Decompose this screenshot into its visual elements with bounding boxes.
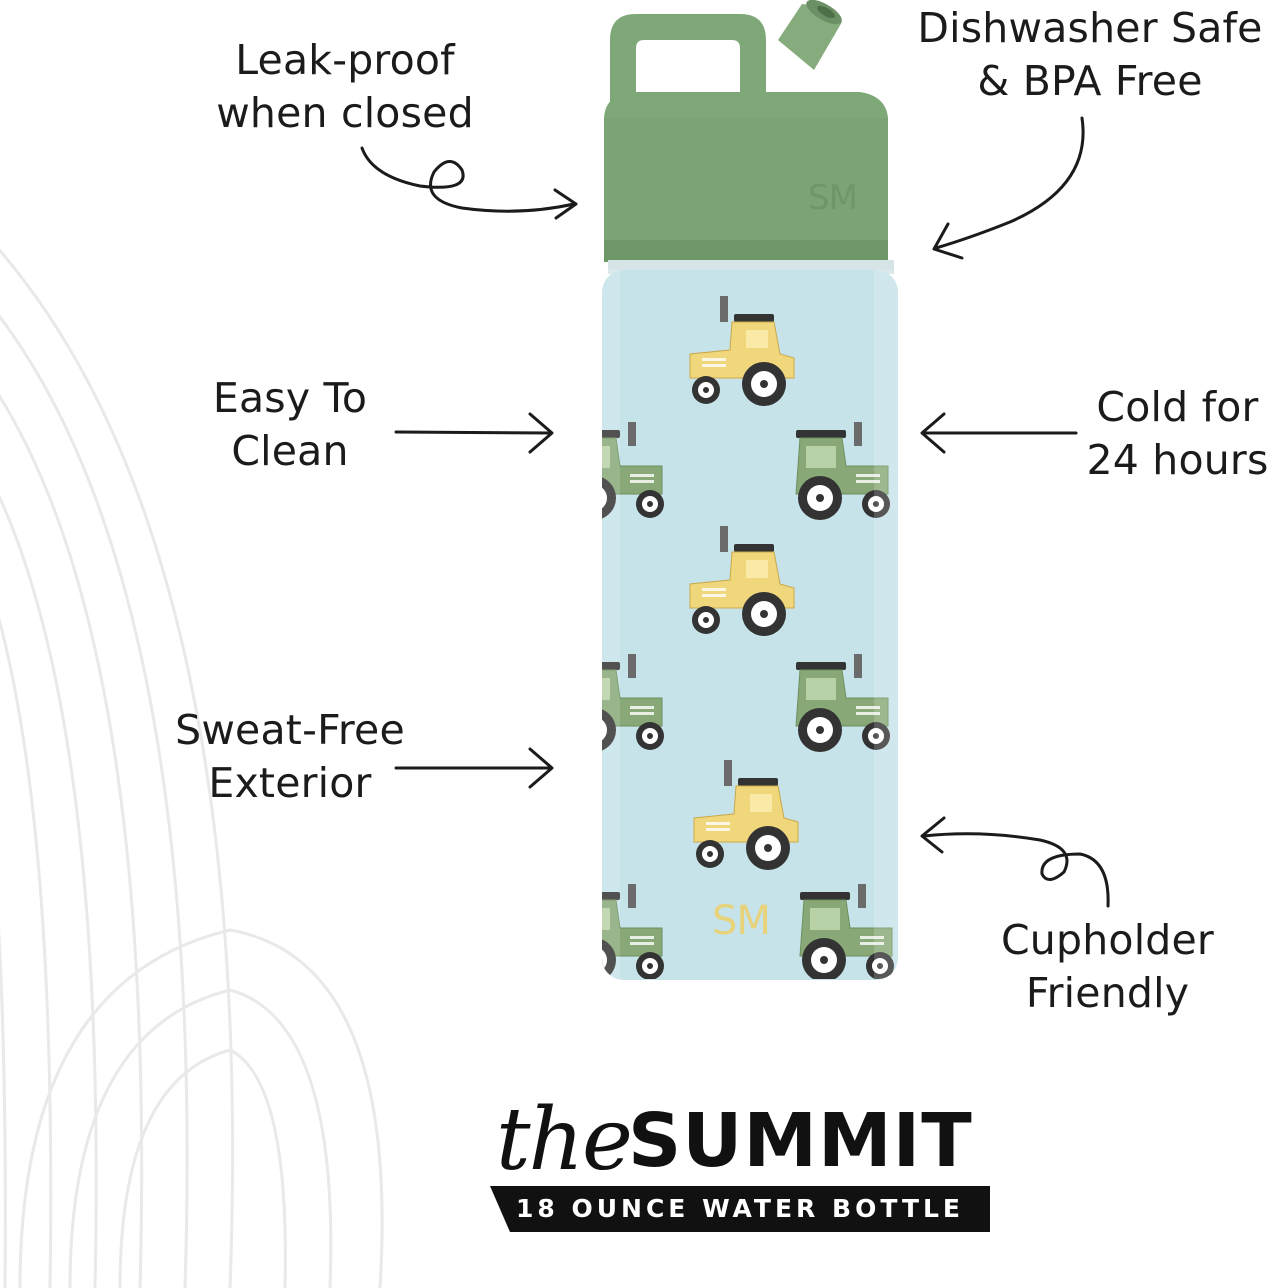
feature-cold-line-1: Cold for	[1096, 383, 1259, 431]
background-arcs-decoration	[0, 248, 384, 1288]
feature-leak-proof: Leak-proof when closed	[190, 34, 500, 140]
feature-sweat-free-line-2: Exterior	[208, 759, 372, 807]
feature-sweat-free-line-1: Sweat-Free	[175, 706, 405, 754]
feature-dishwasher-safe: Dishwasher Safe & BPA Free	[905, 2, 1275, 108]
feature-easy-to-clean: Easy To Clean	[160, 372, 420, 478]
arrow-cupholder	[922, 832, 1110, 908]
bottle-body-logo: SM	[712, 898, 771, 944]
arrow-dishwasher	[934, 116, 1085, 250]
brand-lockup: the SUMMIT 18 OUNCE WATER BOTTLE	[490, 1092, 1010, 1242]
feature-cupholder-line-2: Friendly	[1025, 969, 1190, 1017]
brand-prefix: the	[496, 1090, 633, 1190]
arrow-easy-clean	[394, 430, 552, 435]
feature-dishwasher-line-2: & BPA Free	[977, 57, 1203, 105]
water-bottle-image	[602, 0, 898, 980]
brand-name: SUMMIT	[628, 1098, 973, 1184]
feature-cupholder-friendly: Cupholder Friendly	[975, 914, 1240, 1020]
feature-easy-clean-line-1: Easy To	[212, 374, 368, 422]
arrow-leak-proof	[360, 146, 576, 213]
feature-leak-proof-line-1: Leak-proof	[235, 36, 455, 84]
feature-cupholder-line-1: Cupholder	[1000, 916, 1214, 964]
feature-leak-proof-line-2: when closed	[216, 89, 474, 137]
lid-logo: SM	[808, 178, 858, 218]
feature-cold-line-2: 24 hours	[1086, 436, 1269, 484]
brand-subtitle: 18 OUNCE WATER BOTTLE	[490, 1186, 990, 1232]
feature-sweat-free: Sweat-Free Exterior	[140, 704, 440, 810]
feature-dishwasher-line-1: Dishwasher Safe	[917, 4, 1263, 52]
feature-cold-24-hours: Cold for 24 hours	[1070, 381, 1275, 487]
feature-easy-clean-line-2: Clean	[231, 427, 349, 475]
